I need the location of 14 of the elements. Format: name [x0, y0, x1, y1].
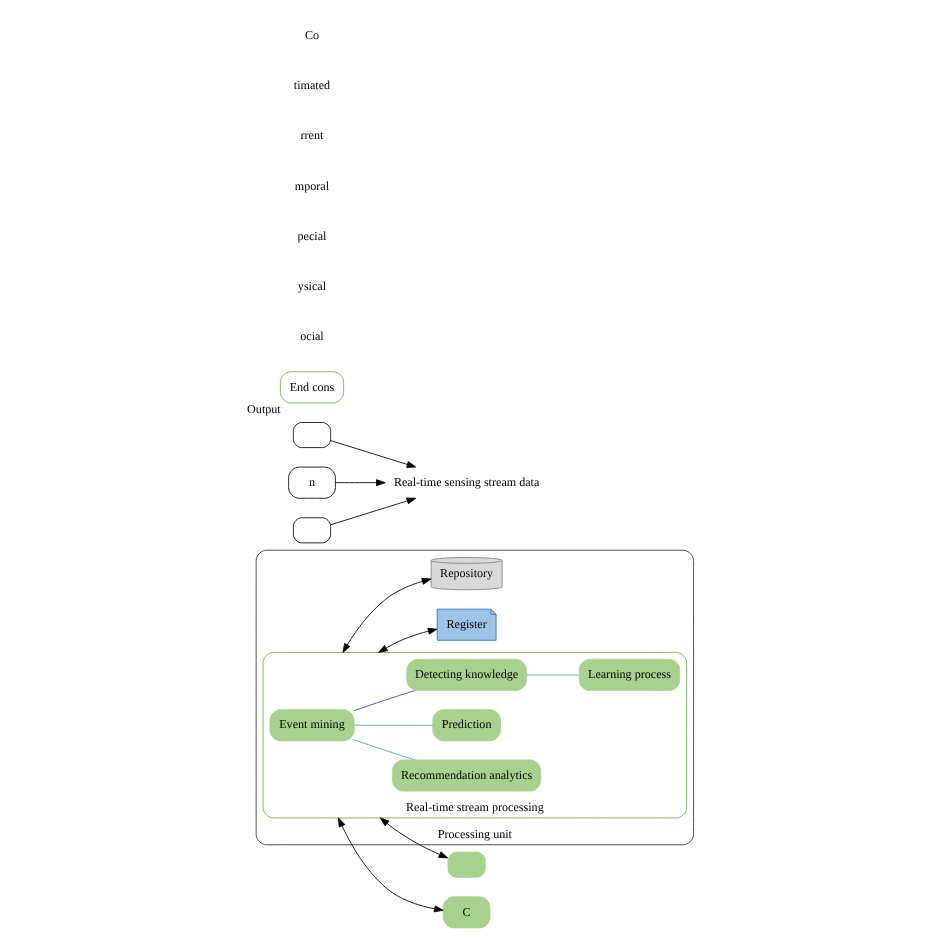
arrow: [378, 627, 438, 653]
arrow: [330, 497, 417, 526]
connector: [353, 739, 415, 761]
arrow: [335, 479, 386, 487]
arrow: [342, 577, 432, 653]
connector: [353, 724, 434, 726]
node-box: [292, 422, 332, 448]
connector: [353, 690, 415, 712]
node-box: [447, 851, 486, 878]
arrow: [338, 817, 444, 913]
arrow: [379, 817, 449, 859]
node-box: [292, 517, 332, 544]
arrow: [330, 440, 417, 468]
connector: [526, 674, 580, 676]
